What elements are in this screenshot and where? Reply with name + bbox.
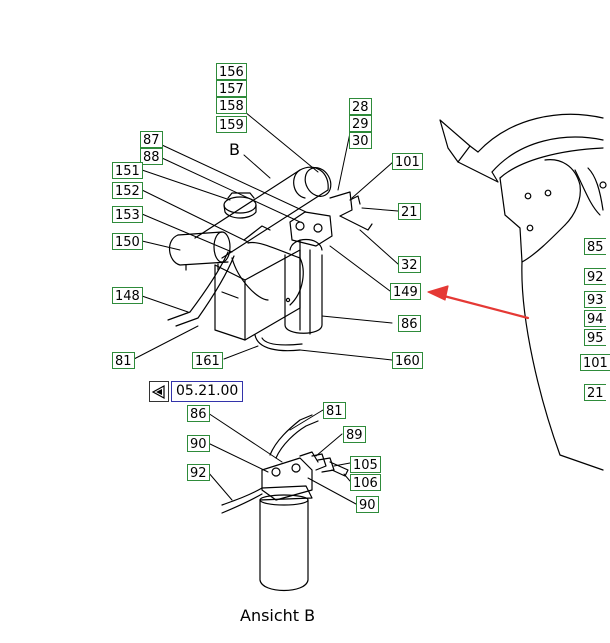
callout-159[interactable]: 159 bbox=[216, 116, 247, 133]
callout-149[interactable]: 149 bbox=[390, 283, 421, 300]
callout-86-detail[interactable]: 86 bbox=[187, 405, 210, 422]
callout-105[interactable]: 105 bbox=[350, 456, 381, 473]
view-b-marker: B bbox=[229, 140, 240, 159]
rotation-arrow bbox=[439, 113, 604, 183]
callout-89[interactable]: 89 bbox=[343, 426, 366, 443]
callout-93-edge[interactable]: 93 bbox=[584, 291, 606, 308]
callout-87[interactable]: 87 bbox=[140, 131, 163, 148]
callout-101-edge[interactable]: 101 bbox=[580, 354, 610, 371]
callout-94-edge[interactable]: 94 bbox=[584, 310, 606, 327]
frame-outline bbox=[499, 147, 607, 471]
callout-29[interactable]: 29 bbox=[349, 115, 372, 132]
callout-106[interactable]: 106 bbox=[350, 474, 381, 491]
callout-32[interactable]: 32 bbox=[398, 256, 421, 273]
detail-view-b bbox=[221, 414, 349, 591]
callout-161[interactable]: 161 bbox=[192, 352, 223, 369]
callout-30[interactable]: 30 bbox=[349, 132, 372, 149]
view-b-caption: Ansicht B bbox=[240, 606, 316, 625]
callout-158[interactable]: 158 bbox=[216, 97, 247, 114]
callout-152[interactable]: 152 bbox=[112, 182, 143, 199]
callout-21[interactable]: 21 bbox=[398, 203, 421, 220]
callout-95-edge[interactable]: 95 bbox=[584, 329, 606, 346]
callout-101[interactable]: 101 bbox=[392, 153, 423, 170]
callout-86[interactable]: 86 bbox=[398, 315, 421, 332]
callout-153[interactable]: 153 bbox=[112, 206, 143, 223]
callout-151[interactable]: 151 bbox=[112, 162, 143, 179]
callout-157[interactable]: 157 bbox=[216, 80, 247, 97]
callout-150[interactable]: 150 bbox=[112, 233, 143, 250]
callout-88[interactable]: 88 bbox=[140, 148, 163, 165]
callout-28[interactable]: 28 bbox=[349, 98, 372, 115]
callout-90-detail-left[interactable]: 90 bbox=[187, 435, 210, 452]
reference-link[interactable]: 05.21.00 bbox=[149, 381, 244, 402]
reference-code[interactable]: 05.21.00 bbox=[171, 381, 244, 402]
red-arrow bbox=[427, 285, 530, 320]
leader-lines bbox=[133, 111, 399, 505]
callout-156[interactable]: 156 bbox=[216, 63, 247, 80]
callout-81-detail[interactable]: 81 bbox=[323, 402, 346, 419]
tank-assembly bbox=[167, 166, 373, 352]
callout-160[interactable]: 160 bbox=[392, 352, 423, 369]
callout-21-edge[interactable]: 21 bbox=[584, 384, 606, 401]
callout-92-detail[interactable]: 92 bbox=[187, 464, 210, 481]
callout-81[interactable]: 81 bbox=[112, 352, 135, 369]
back-arrow-icon[interactable] bbox=[149, 381, 169, 402]
callout-92-edge[interactable]: 92 bbox=[584, 268, 606, 285]
callout-90-detail-right[interactable]: 90 bbox=[356, 496, 379, 513]
callout-148[interactable]: 148 bbox=[112, 287, 143, 304]
callout-85-edge[interactable]: 85 bbox=[584, 238, 606, 255]
